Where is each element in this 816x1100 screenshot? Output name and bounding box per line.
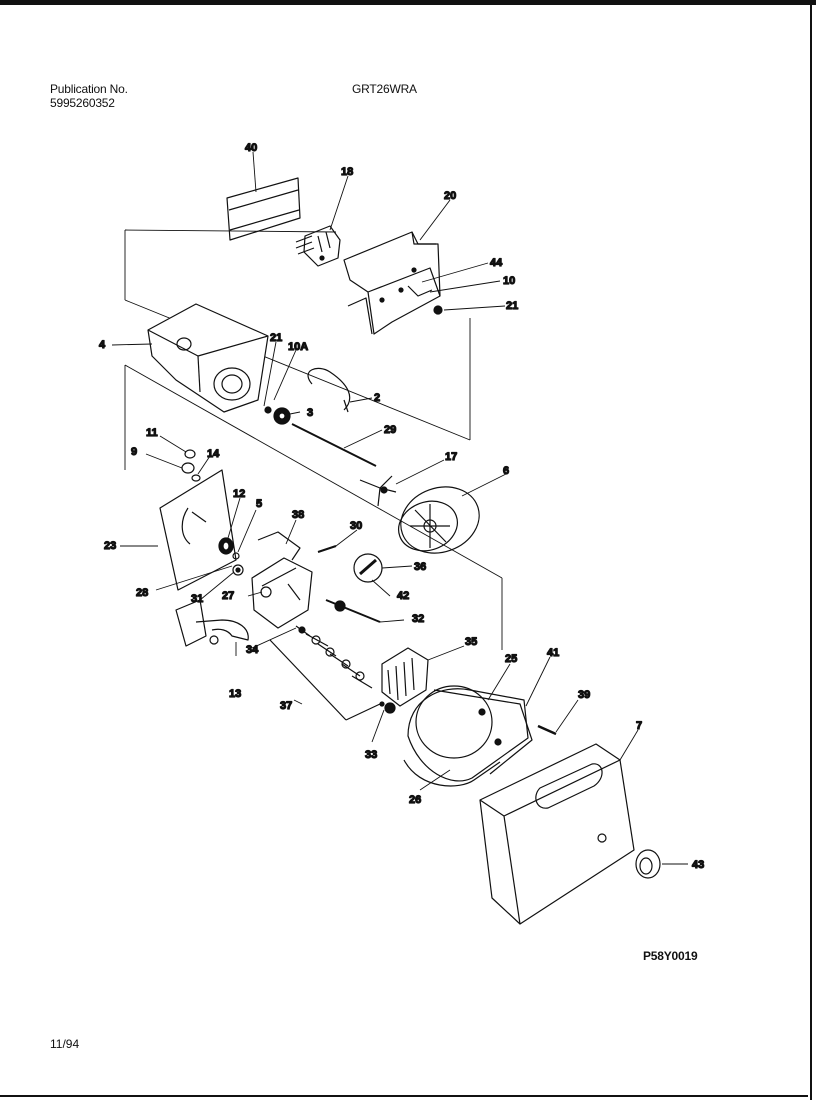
- part-10-44-21-hardware: [407, 285, 443, 315]
- callout-18: 18: [341, 166, 353, 178]
- part-12-5-rings: [218, 537, 240, 560]
- callout-41: 41: [547, 647, 559, 659]
- publication-number: 5995260352: [50, 96, 115, 110]
- callout-23: 23: [104, 540, 116, 552]
- callout-7: 7: [636, 720, 642, 732]
- callout-31: 31: [191, 593, 203, 605]
- part-27-bracket: [251, 557, 313, 629]
- callout-28: 28: [136, 587, 148, 599]
- part-38-clip: [257, 531, 301, 561]
- right-border: [810, 0, 812, 1100]
- callout-21-lower: 21: [270, 332, 282, 344]
- revision-date: 11/94: [50, 1037, 80, 1051]
- callout-3: 3: [307, 407, 313, 419]
- part-39-screw: [537, 724, 557, 736]
- part-4-housing: [147, 303, 269, 413]
- callout-44: 44: [490, 257, 503, 269]
- part-36-42-cam: [353, 553, 383, 583]
- callout-20: 20: [444, 190, 456, 202]
- callout-13: 13: [229, 688, 241, 700]
- part-11-9-14-washers: [181, 449, 201, 482]
- part-40-strip: [226, 177, 301, 241]
- bottom-border: [0, 1095, 808, 1097]
- diagram-code: P58Y0019: [643, 949, 698, 963]
- top-border: [0, 0, 816, 5]
- callout-9: 9: [131, 446, 137, 458]
- callout-12: 12: [233, 488, 245, 500]
- part-17-agitator: [359, 475, 397, 507]
- part-35-terminal-block: [381, 647, 429, 707]
- callout-34: 34: [246, 644, 259, 656]
- part-34-37-contacts: [269, 625, 381, 721]
- part-30-screw: [317, 545, 337, 553]
- model-number: GRT26WRA: [352, 82, 417, 96]
- callout-29: 29: [384, 424, 396, 436]
- callout-27: 27: [222, 590, 234, 602]
- callout-6: 6: [503, 465, 509, 477]
- callout-14: 14: [207, 448, 220, 460]
- part-7-cover: [479, 743, 635, 925]
- publication-label: Publication No.: [50, 82, 128, 96]
- callout-39: 39: [578, 689, 590, 701]
- callout-32: 32: [412, 613, 424, 625]
- callout-35: 35: [465, 636, 477, 648]
- callout-43: 43: [692, 859, 704, 871]
- callout-25: 25: [505, 653, 517, 665]
- callout-33: 33: [365, 749, 377, 761]
- callout-30: 30: [350, 520, 362, 532]
- callout-2: 2: [374, 392, 380, 404]
- part-18-switch: [295, 225, 341, 267]
- lower-assembly-outline: [124, 364, 503, 650]
- callout-37: 37: [280, 700, 292, 712]
- callout-5: 5: [256, 498, 262, 510]
- callout-10A: 10A: [288, 341, 308, 353]
- callout-40: 40: [245, 142, 257, 154]
- part-28-31-hardware: [232, 564, 244, 576]
- callout-11: 11: [146, 427, 158, 439]
- part-43-knob: [597, 833, 661, 879]
- publication-block: Publication No. 5995260352: [50, 82, 128, 110]
- part-32-spindle: [325, 599, 381, 623]
- callout-10: 10: [503, 275, 515, 287]
- part-29-shaft: [291, 423, 377, 467]
- part-20-bracket: [343, 231, 441, 335]
- part-13-lever: [175, 599, 249, 647]
- part-2-spring: [307, 367, 351, 413]
- part-6-wheel: [398, 486, 480, 554]
- part-33-nut: [379, 701, 396, 714]
- part-23-plate: [159, 469, 237, 591]
- callout-36: 36: [414, 561, 426, 573]
- callout-26: 26: [409, 794, 421, 806]
- callout-21-upper: 21: [506, 300, 518, 312]
- part-3-bearing: [264, 406, 291, 425]
- part-25-41-26-motor: [403, 685, 533, 787]
- callout-42: 42: [397, 590, 409, 602]
- callout-4: 4: [99, 339, 106, 351]
- callout-17: 17: [445, 451, 457, 463]
- callout-38: 38: [292, 509, 304, 521]
- leader-lines: [111, 151, 688, 865]
